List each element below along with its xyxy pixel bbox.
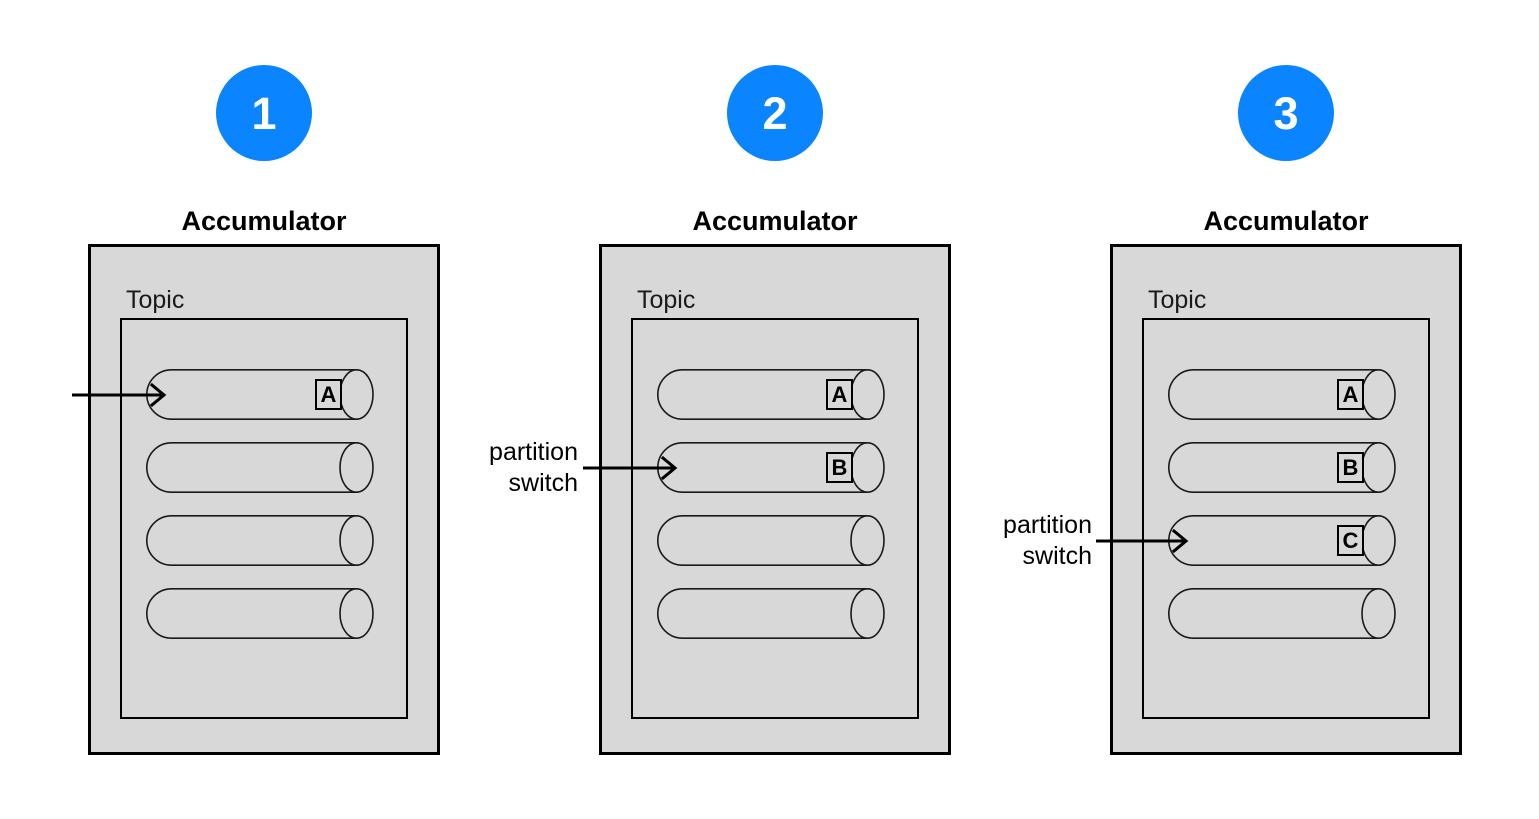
accumulator-box-3 (1110, 244, 1462, 755)
partition-cylinder[interactable] (1168, 514, 1404, 567)
step-badge-3: 3 (1238, 65, 1334, 161)
topic-box-2 (631, 318, 919, 719)
partition-letter: B (831, 454, 848, 480)
partition-letter-badge: B (1337, 452, 1364, 483)
partition-letter: A (831, 381, 848, 407)
partition-switch-label-3: partition switch (1003, 511, 1092, 571)
partition-cylinder[interactable] (146, 441, 382, 494)
topic-box-1 (120, 318, 408, 719)
topic-label-1: Topic (126, 286, 185, 314)
partition-cylinder[interactable] (657, 368, 893, 421)
panel-title-3: Accumulator (1203, 206, 1369, 236)
topic-label-2: Topic (637, 286, 696, 314)
partition-cylinder[interactable] (146, 587, 382, 640)
partition-cylinder[interactable] (657, 514, 893, 567)
partition-letter: A (1342, 381, 1359, 407)
step-number: 3 (1273, 87, 1299, 139)
partition-cylinder[interactable] (657, 587, 893, 640)
inbound-arrow-2 (583, 455, 679, 481)
partition-switch-label-2: partition switch (489, 438, 578, 498)
panel-title-1: Accumulator (181, 206, 347, 236)
partition-letter-badge: A (315, 379, 342, 410)
partition-letter: C (1342, 527, 1359, 553)
partition-cylinder[interactable] (1168, 587, 1404, 640)
partition-cylinder[interactable] (146, 514, 382, 567)
topic-box-3 (1142, 318, 1430, 719)
partition-letter-badge: A (1337, 379, 1364, 410)
step-badge-1: 1 (216, 65, 312, 161)
partition-letter-badge: B (826, 452, 853, 483)
partition-cylinder[interactable] (657, 441, 893, 494)
accumulator-box-1 (88, 244, 440, 755)
partition-letter: A (320, 381, 337, 407)
partition-letter-badge: C (1337, 525, 1364, 556)
partition-cylinder[interactable] (1168, 441, 1404, 494)
step-badge-2: 2 (727, 65, 823, 161)
step-number: 1 (251, 87, 277, 139)
partition-letter: B (1342, 454, 1359, 480)
panel-title-2: Accumulator (692, 206, 858, 236)
inbound-arrow-3 (1096, 528, 1190, 554)
accumulator-box-2 (599, 244, 951, 755)
partition-cylinder[interactable] (146, 368, 382, 421)
partition-cylinder[interactable] (1168, 368, 1404, 421)
inbound-arrow-1 (72, 382, 168, 408)
step-number: 2 (762, 87, 788, 139)
topic-label-3: Topic (1148, 286, 1207, 314)
partition-letter-badge: A (826, 379, 853, 410)
